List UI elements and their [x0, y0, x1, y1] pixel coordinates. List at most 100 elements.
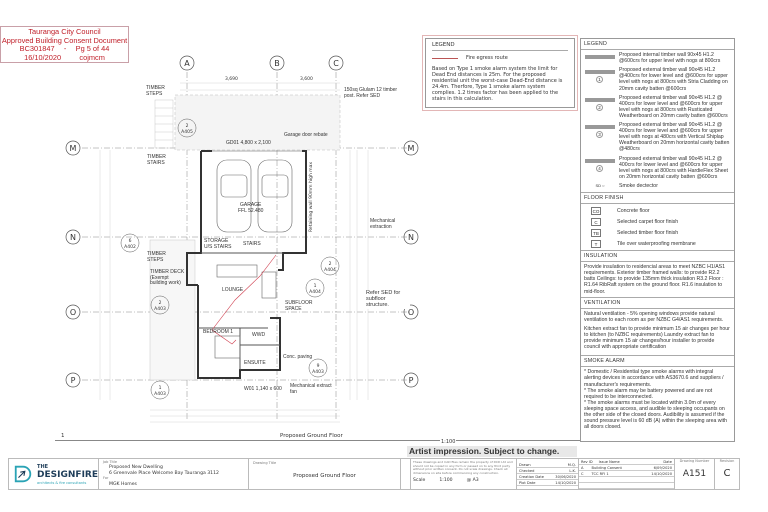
checked-label: Checked [519, 468, 535, 473]
cars [216, 159, 293, 233]
revision-cell: Revision C [715, 459, 739, 489]
issue-header-rev: Rev ID [581, 459, 593, 464]
grid-row-o-right: O [408, 308, 414, 317]
smoke-alarm-para: * The smoke alarm may be battery powered… [584, 387, 713, 400]
drawing-caption: 1 Proposed Ground Floor [55, 433, 580, 441]
drawn-by: M.Q. [567, 462, 576, 467]
wall-types: Proposed internal timber wall 90x45 H1.2… [581, 50, 734, 193]
copyright-notes: These drawings and CAD files remain the … [413, 460, 513, 475]
smoke-detector-icon: SD ○ [595, 182, 605, 188]
label-subfloor: SUBFLOOR SPACE [285, 300, 313, 312]
grid-row-o-left: O [70, 308, 76, 317]
label-wwd: WWD [252, 332, 266, 338]
legend-panel: LEGEND Proposed internal timber wall 90x… [580, 38, 735, 442]
issue-name: TCC RFI 1 [591, 471, 609, 476]
egress-legend-title: LEGEND [432, 42, 568, 51]
ref-sheet: A402 [124, 244, 136, 250]
ref-sheet: A403 [154, 306, 166, 312]
label-timber-stairs: TIMBER STAIRS [147, 154, 166, 166]
plan-labels: TIMBER STEPS TIMBER STAIRS 150sq Glulam … [0, 0, 410, 394]
logo-tagline: architects & fire consultants [37, 480, 87, 485]
finish-label: Selected carpet floor finish [617, 218, 679, 225]
client-label: For [103, 476, 109, 481]
wall-tag: 1 [596, 76, 603, 84]
caption-title: Proposed Ground Floor [280, 433, 343, 439]
issue-name: Building Consent [591, 465, 622, 470]
issue-header-date: Date [663, 459, 672, 464]
label-garage: GARAGE [240, 202, 262, 208]
label-timber-steps-top: TIMBER STEPS [146, 85, 165, 97]
wall-swatch [585, 125, 615, 130]
internal-walls [198, 150, 302, 370]
label-stairs: STAIRS [243, 241, 261, 247]
drawing-title-label: Drawing Title [253, 461, 277, 465]
label-window: W01 1,140 x 600 [244, 386, 282, 392]
stamp-page: Pg 5 of 44 [75, 44, 110, 54]
creation-date: 30/06/2020 [555, 474, 576, 479]
wall-type-text: Proposed external timber wall 90x45 H1.2… [619, 67, 728, 92]
smoke-alarm-para: * Domestic / Residential type smoke alar… [584, 369, 724, 388]
job-title-cell: Job Title Proposed New Dwelling 6 Greenv… [99, 459, 249, 489]
fire-egress-route [211, 254, 277, 345]
ventilation-text: Natural ventilation - 5% opening windows… [581, 309, 734, 357]
smoke-alarm-title: SMOKE ALARM [581, 356, 734, 368]
issue-header-name: Issue Name [598, 459, 620, 464]
smoke-detector-label: Smoke dectector [619, 182, 658, 189]
plot-date: 14/10/2020 [555, 480, 576, 485]
wall-type-text: Proposed external timber wall 90x45 H1.2… [619, 122, 730, 153]
ventilation-para: Kitchen extract fan to provide minimum 1… [584, 325, 730, 351]
stamp-council: Tauranga City Council [28, 27, 101, 36]
ref-num: 1 [314, 283, 317, 289]
finish-code: CO [591, 206, 601, 215]
egress-legend: LEGEND Fire egress route Based on Type 1… [425, 38, 575, 108]
label-conc-paving: Conc. paving [283, 354, 313, 360]
smoke-alarm-para: * The smoke alarms must be located withi… [584, 399, 728, 431]
label-garage-ffl: FFL 52.480 [238, 208, 264, 214]
wall-type-text: Proposed external timber wall 90x45 H1.2… [619, 94, 728, 119]
egress-route-swatch [432, 57, 458, 59]
smoke-detector-item: SD ○ Smoke dectector [581, 181, 734, 193]
scale-value: 1:100 [439, 478, 453, 484]
issue-rev: A [581, 465, 584, 470]
notes-cell: These drawings and CAD files remain the … [411, 459, 517, 489]
bed [214, 335, 241, 359]
created-label: Creation Date [519, 474, 544, 479]
ref-num: 2 [186, 123, 189, 129]
ref-num: 9 [317, 363, 320, 369]
label-garage-rebate: Garage door rebate [284, 132, 328, 138]
label-mech-extraction: Mechanical extraction [370, 218, 396, 230]
wall-type-item: 1 Proposed external timber wall 90x45 H1.… [581, 65, 734, 92]
grid-col-a: A [184, 59, 190, 68]
spacer [401, 459, 411, 489]
grid-row-p-right: P [409, 376, 414, 385]
ref-sheet: A404 [324, 267, 336, 273]
grid-labels: A B C M N O P M N O P [70, 59, 415, 385]
dim-top-2: 3,600 [300, 76, 313, 82]
finish-label: Selected timber floor finish [617, 229, 679, 236]
client-name: MGK Homes [109, 481, 137, 487]
caption-scale: 1:100 [440, 439, 457, 445]
scale-label: Scale [413, 478, 426, 484]
timber-steps [154, 99, 174, 149]
grid-row-m-right: M [408, 144, 415, 153]
logo-name: DESIGNFIRE [37, 469, 98, 480]
label-mech-extract-fan: Mechanical extract fan [290, 383, 332, 395]
label-storage: STORAGE U/S STAIRS [204, 238, 232, 250]
wall-swatch [585, 158, 615, 163]
ref-sheet: A403 [312, 369, 324, 375]
ventilation-para: Natural ventilation - 5% opening windows… [584, 310, 724, 323]
grid-col-b: B [274, 59, 280, 68]
finish-label: Tile over waterproofing membrane [617, 240, 696, 247]
grid-bubbles [65, 55, 419, 388]
